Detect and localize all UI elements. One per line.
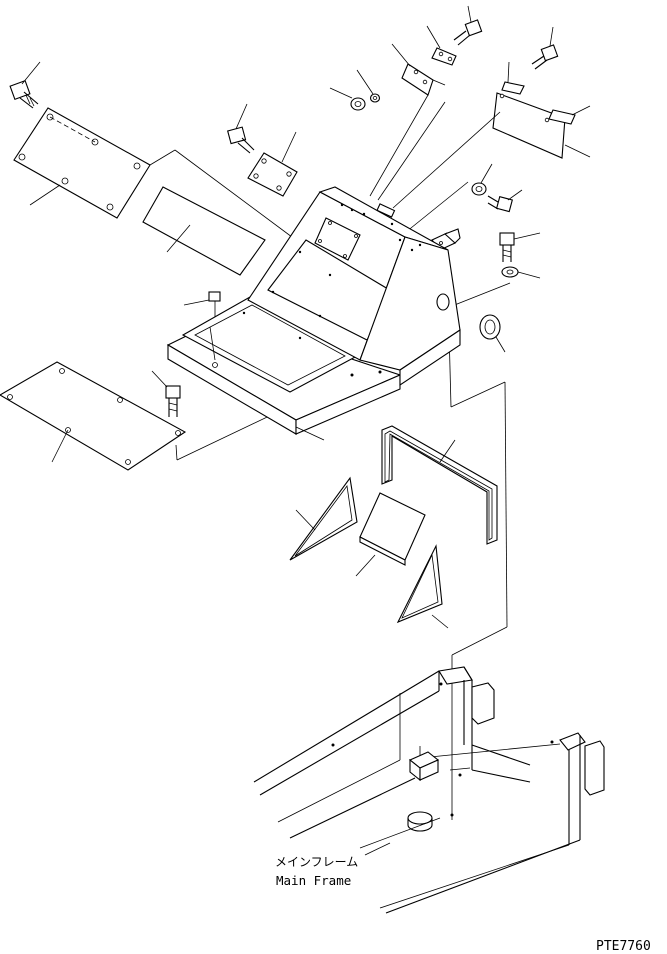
bolt-top-left [9,61,41,109]
seal-pad-center [355,492,426,577]
stud-pin [183,291,221,368]
bolt-top-center [453,5,483,46]
washer-top [356,69,381,103]
bolt-right-mid [487,189,523,213]
bolt-right-lower [499,232,541,262]
main-frame [253,666,605,914]
bolt-small-cover [227,103,255,154]
bracket-plate-right [492,61,591,159]
bolt-top-right [531,26,559,70]
seal-triangle-right [396,544,449,629]
under-plate [0,361,187,471]
console-frame [166,186,461,441]
gasket-frame [381,425,498,545]
main-frame-label-jp: メインフレーム [275,855,358,869]
cover-plate-top-left [13,107,151,219]
main-frame-label-en: Main Frame [276,873,351,888]
plate-top [426,25,457,66]
nut-top [329,87,366,111]
seal-triangle-left [289,476,358,561]
grommet [479,314,506,353]
washer-right-lower [501,266,541,279]
small-cover-plate [247,131,298,197]
washer-right-mid [471,163,493,196]
insulation-mat [142,186,266,276]
bolt-bottom-left [151,370,181,417]
drawing-code: PTE7760 [596,939,651,954]
